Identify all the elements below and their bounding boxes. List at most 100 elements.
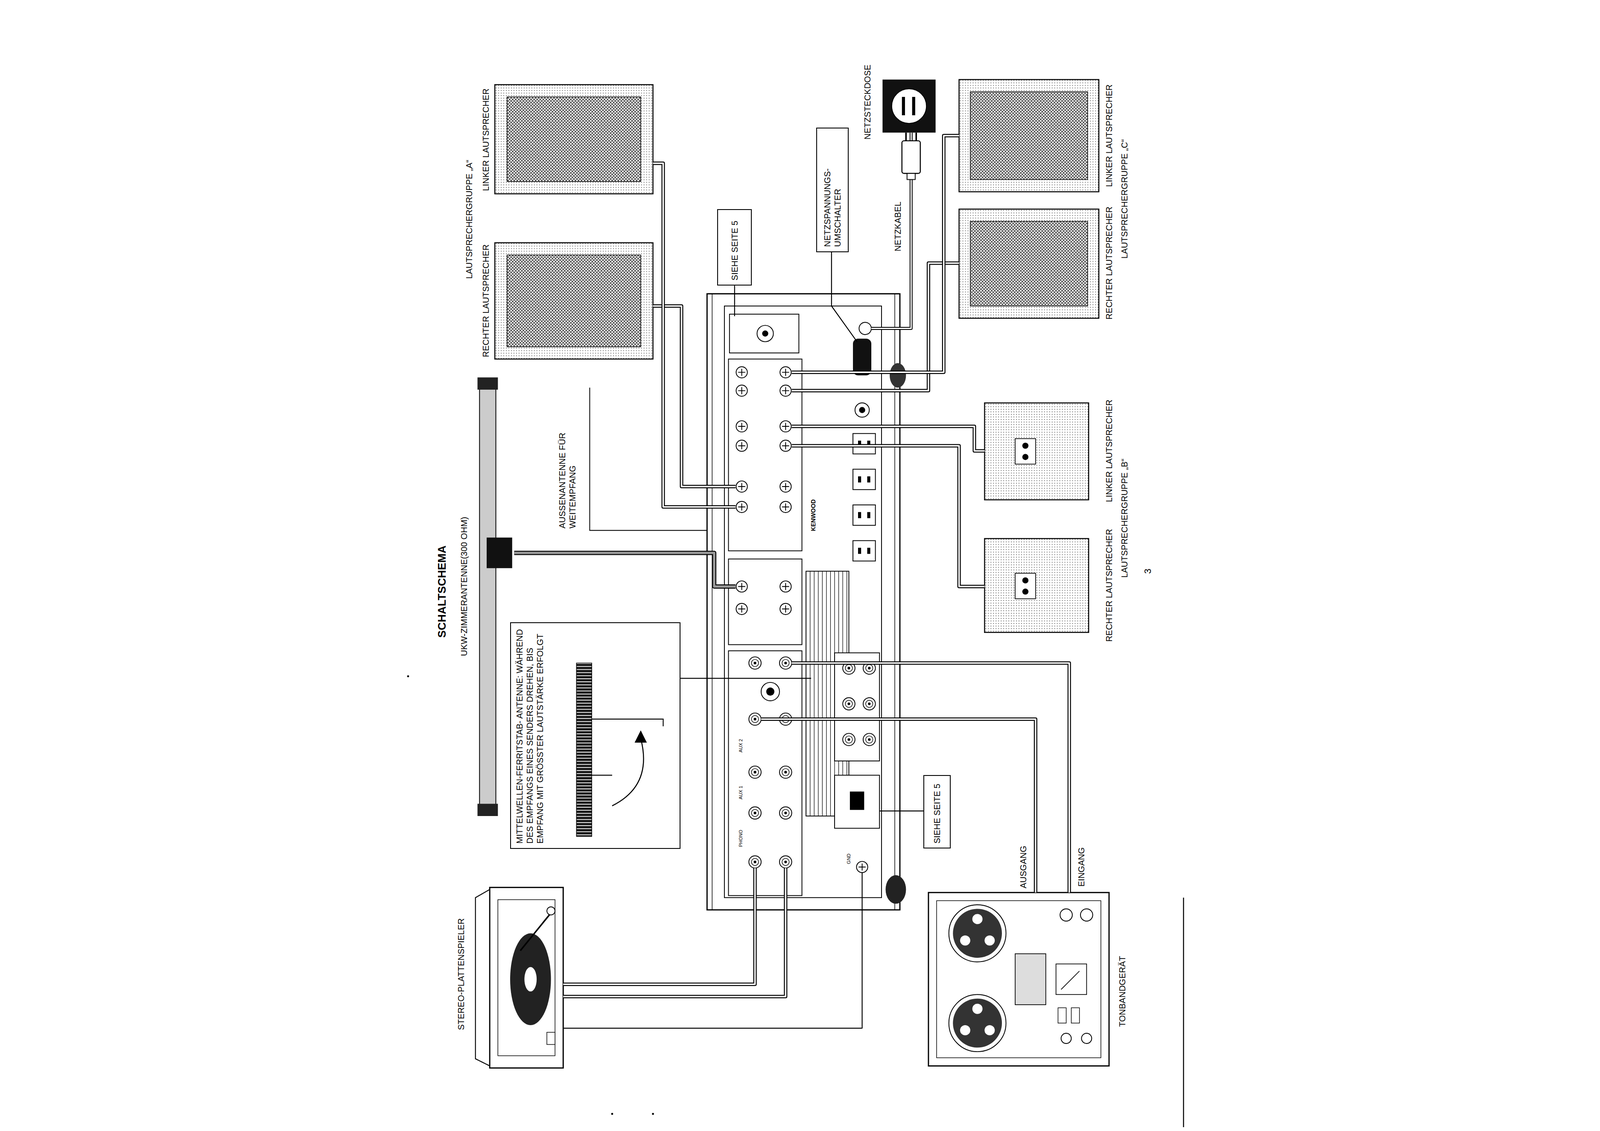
cable-wire <box>791 445 985 587</box>
tape-reel <box>952 908 1002 958</box>
tonearm <box>520 913 552 951</box>
note-text: SIEHE SEITE 5 <box>931 783 943 844</box>
connector-label: EINGANG <box>1076 846 1087 888</box>
platter <box>510 933 552 1026</box>
case-rail <box>712 293 713 911</box>
thin-wire <box>831 252 858 342</box>
text-layer: STEREO-PLATTENSPIELER UKW-ZIMMERANTENNE(3… <box>409 46 1200 1093</box>
note-box: SIEHE SEITE 5 <box>717 209 752 286</box>
rca-jack <box>748 713 762 726</box>
speaker-cabinet <box>494 242 653 360</box>
cable-wire <box>791 663 1070 894</box>
device-label: RECHTER LAUTSPRECHER <box>480 244 491 358</box>
tape-recorder: TONBANDGERÄT <box>928 892 1110 1066</box>
turntable: STEREO-PLATTENSPIELER <box>475 887 564 1069</box>
rotation-arrowhead <box>634 730 648 743</box>
panel-label: PHONO <box>737 829 744 847</box>
gnd-terminal <box>856 861 868 873</box>
speaker: RECHTER LAUTSPRECHER <box>494 242 653 360</box>
note-box: SIEHE SEITE 5 <box>923 775 952 849</box>
screw-terminal <box>735 581 748 593</box>
rca-jack <box>748 766 762 779</box>
reel-hole <box>984 935 995 946</box>
reel-hole <box>984 1025 995 1036</box>
rca-jack <box>842 733 856 746</box>
twin-wire <box>514 552 736 587</box>
speaker: RECHTER LAUTSPRECHER <box>984 538 1089 633</box>
knob <box>1080 908 1093 922</box>
device-label: LINKER LAUTSPRECHER <box>480 88 491 191</box>
speaker: LINKER LAUTSPRECHER <box>959 79 1099 192</box>
socket-face <box>891 88 927 124</box>
speaker: RECHTER LAUTSPRECHER <box>959 209 1099 319</box>
speaker-terminal-strip <box>728 359 802 551</box>
speaker-terminal-plate <box>1015 573 1036 599</box>
plug-group <box>902 132 921 180</box>
am-terminal <box>756 325 774 342</box>
reel-hole <box>960 935 971 946</box>
device-label: RECHTER LAUTSPRECHER <box>1103 206 1115 320</box>
cable-wire <box>791 445 985 587</box>
ac-outlet <box>852 540 876 562</box>
separate-switch <box>834 775 880 829</box>
cable-wire <box>791 663 1070 894</box>
fuse-holder <box>855 402 870 418</box>
cable <box>563 868 862 1029</box>
rca-jack <box>779 806 792 820</box>
speaker-terminal <box>1022 588 1029 595</box>
twin-wire <box>514 552 736 587</box>
turntable-plate <box>497 899 555 1057</box>
turntable-control <box>546 1032 555 1046</box>
panel-label: AUX 2 <box>737 738 744 753</box>
screw-terminal <box>735 481 748 493</box>
device-label: STEREO-PLATTENSPIELER <box>455 918 467 1031</box>
device-label: TONBANDGERÄT <box>1117 956 1128 1028</box>
tape-head-block <box>1015 954 1046 1006</box>
leader-line <box>734 285 735 317</box>
cable-wire <box>563 868 786 997</box>
device-label: KENWOOD <box>809 498 818 533</box>
cable-wire <box>791 426 985 451</box>
fm-terminal-block <box>728 559 802 646</box>
rear-panel <box>724 306 882 898</box>
cable-wire <box>761 719 1036 893</box>
cord-exit <box>858 322 872 335</box>
tape-reel <box>948 905 1007 963</box>
cable <box>791 663 1070 894</box>
socket-slot <box>912 96 916 116</box>
cable <box>653 306 736 487</box>
cable-wire <box>791 426 985 451</box>
wall-socket <box>882 79 936 133</box>
antenna: UKW-ZIMMERANTENNE(300 OHM) <box>475 377 515 817</box>
connector-label: AUSGANG <box>1018 844 1029 890</box>
plug-sleeve <box>907 173 916 180</box>
cable <box>791 445 985 587</box>
rod-bracket <box>591 719 663 776</box>
rod-cap <box>477 377 499 390</box>
speaker-terminal <box>1022 454 1029 461</box>
receiver-foot <box>885 875 907 905</box>
dipole-rod <box>479 382 496 812</box>
ac-outlet <box>852 505 876 526</box>
speaker-cabinet <box>959 79 1099 192</box>
rca-jack <box>863 697 876 711</box>
jack-panel <box>728 651 802 897</box>
screw-terminal <box>735 603 748 615</box>
antenna-block <box>486 537 513 569</box>
ac-outlet <box>852 433 876 455</box>
thin-wire <box>680 677 812 679</box>
tonearm-base <box>546 907 555 916</box>
leader-line <box>831 252 858 342</box>
title: SCHALTSCHEMA <box>435 545 449 638</box>
socket-slot <box>902 96 906 116</box>
vu-meter <box>1056 964 1087 996</box>
screw-terminal <box>735 420 748 433</box>
dot <box>611 1112 614 1116</box>
din-socket <box>761 682 780 701</box>
label: LAUTSPRECHERGRUPPE „B“ <box>1119 458 1130 579</box>
receiver-case <box>706 293 900 911</box>
label: LAUTSPRECHERGRUPPE „A“ <box>464 159 475 279</box>
speaker-grille <box>970 221 1088 307</box>
am-terminal <box>762 330 768 337</box>
